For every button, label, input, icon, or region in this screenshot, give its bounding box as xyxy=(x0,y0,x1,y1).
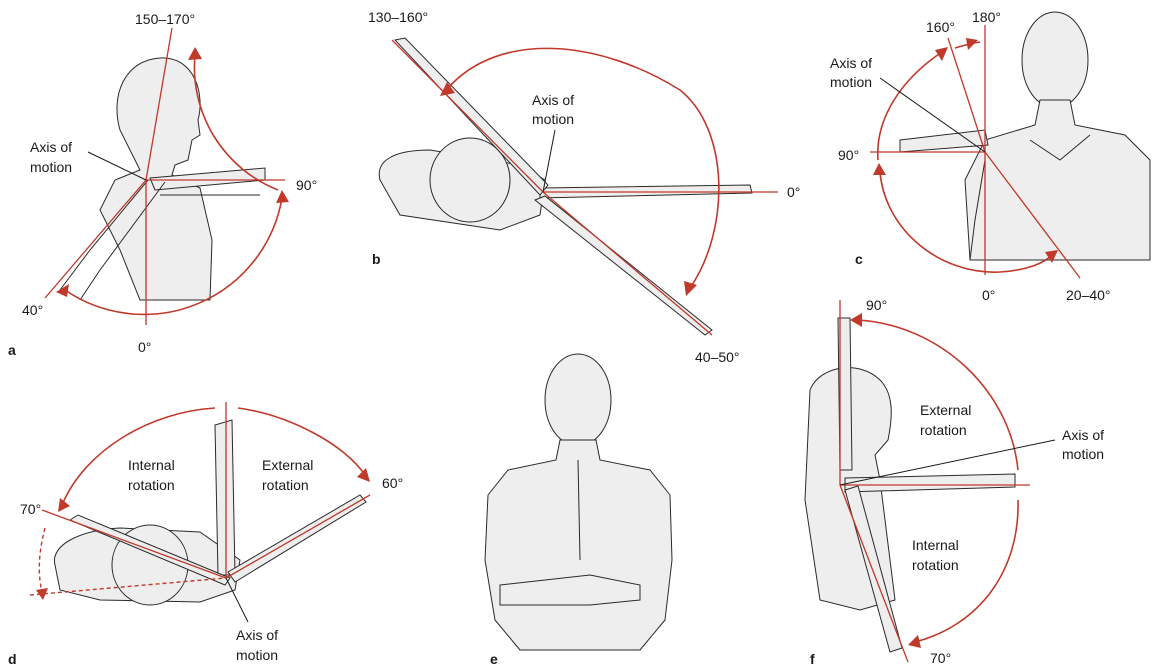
panel-a-axis-label-line1: Axis of xyxy=(30,139,72,155)
panel-a: 150–170° 90° 0° 40° Axis of motion a xyxy=(8,11,317,358)
panel-f-axis-label-line1: Axis of xyxy=(1062,427,1104,443)
panel-d-external-label-line2: rotation xyxy=(262,477,309,493)
panel-b-axis-label-line2: motion xyxy=(532,111,574,127)
panel-d-axis-label-line1: Axis of xyxy=(236,627,278,643)
panel-b-axis-pointer xyxy=(543,130,555,192)
panel-c-arrowhead xyxy=(873,163,886,175)
panel-e: e xyxy=(485,354,672,667)
panel-c-arrowhead xyxy=(966,38,978,50)
panel-a-figure xyxy=(60,58,265,300)
panel-f-label-top: 90° xyxy=(866,297,887,313)
panel-c: 160° 180° 90° 0° 20–40° Axis of motion c xyxy=(830,9,1150,303)
panel-d-label-right: 60° xyxy=(382,475,403,491)
panel-f-letter: f xyxy=(810,651,815,667)
panel-d-internal-label-line2: rotation xyxy=(128,477,175,493)
panel-c-label-top-b: 180° xyxy=(972,9,1001,25)
panel-b-arrowhead xyxy=(684,281,697,296)
panel-f-label-bottom: 70° xyxy=(930,650,951,666)
panel-c-label-bottom-a: 0° xyxy=(982,287,995,303)
panel-f-internal-label-line1: Internal xyxy=(912,537,959,553)
panel-d-internal-label-line1: Internal xyxy=(128,457,175,473)
panel-c-label-bottom-b: 20–40° xyxy=(1066,287,1111,303)
panel-c-letter: c xyxy=(855,251,863,267)
panel-a-label-bottom: 0° xyxy=(138,339,151,355)
panel-b-letter: b xyxy=(372,251,381,267)
panel-d-external-label-line1: External xyxy=(262,457,313,473)
panel-d-label-left: 70° xyxy=(20,501,41,517)
panel-f-external-label-line1: External xyxy=(920,402,971,418)
panel-f-external-label-line2: rotation xyxy=(920,422,967,438)
panel-d-letter: d xyxy=(8,651,17,667)
panel-f: 90° 70° External rotation Internal rotat… xyxy=(805,297,1104,667)
panel-b-axis-label-line1: Axis of xyxy=(532,92,574,108)
panel-d: 70° 60° Internal rotation External rotat… xyxy=(8,402,403,667)
panel-a-axis-label-line2: motion xyxy=(30,159,72,175)
panel-c-figure xyxy=(900,12,1150,260)
panel-b-label-right: 0° xyxy=(787,184,800,200)
panel-e-letter: e xyxy=(490,651,498,667)
panel-c-label-top-a: 160° xyxy=(926,19,955,35)
panel-b-label-bottom: 40–50° xyxy=(695,349,740,365)
panel-c-axis-label-line1: Axis of xyxy=(830,55,872,71)
panel-e-figure xyxy=(485,354,672,650)
panel-c-axis-label-line2: motion xyxy=(830,74,872,90)
panel-a-label-right: 90° xyxy=(296,177,317,193)
panel-a-label-top: 150–170° xyxy=(135,11,195,27)
panel-b-label-top: 130–160° xyxy=(368,9,428,25)
panel-d-axis-pointer xyxy=(226,578,248,622)
panel-f-arrowhead xyxy=(850,313,862,327)
panel-a-letter: a xyxy=(8,342,16,358)
panel-b-extension-line xyxy=(543,192,712,335)
panel-a-arrowhead xyxy=(276,190,289,203)
panel-d-extended-arc xyxy=(39,528,45,592)
panel-c-label-left: 90° xyxy=(838,147,859,163)
panel-d-external-line xyxy=(226,495,370,578)
panel-f-arrowhead xyxy=(908,635,921,648)
panel-d-axis-label-line2: motion xyxy=(236,647,278,663)
panel-c-arrowhead xyxy=(935,47,948,61)
panel-a-label-left: 40° xyxy=(22,302,43,318)
panel-f-axis-label-line2: motion xyxy=(1062,446,1104,462)
panel-b: 130–160° 0° 40–50° Axis of motion b xyxy=(368,9,800,365)
panel-d-arrowhead xyxy=(357,468,370,482)
panel-a-arrowhead xyxy=(188,47,202,60)
panel-d-figure xyxy=(54,420,366,605)
panel-f-internal-label-line2: rotation xyxy=(912,557,959,573)
